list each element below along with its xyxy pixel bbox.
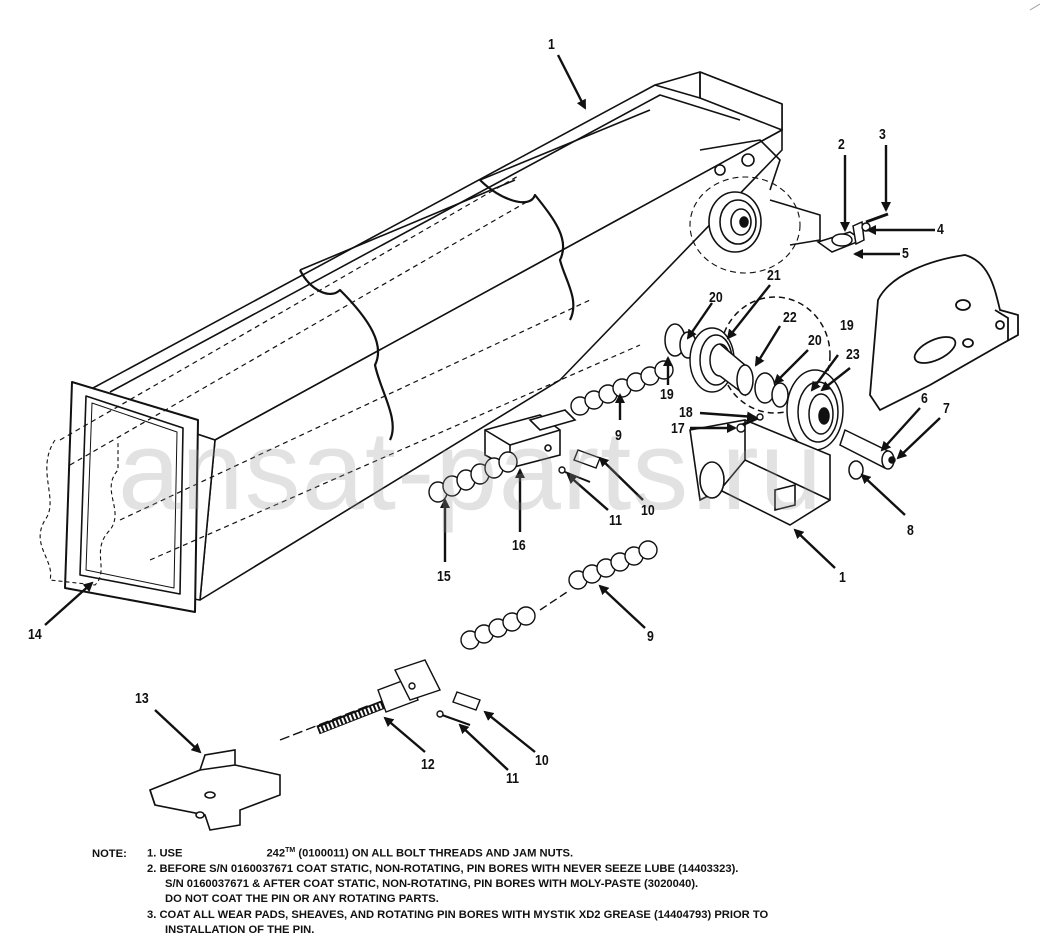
callout-10-pin-b: 10 [535,752,549,769]
watermark: ansat-parts.ru [118,408,823,533]
callout-18-bolt: 18 [679,404,693,421]
bracket [689,419,831,526]
pin-assembly [816,212,889,253]
callout-4-washer: 4 [937,221,944,238]
callout-11-cotter: 11 [609,512,623,529]
pin-upper [558,449,601,483]
note-2-cont-b: DO NOT COAT THE PIN OR ANY ROTATING PART… [165,893,439,906]
note-2-cont-a: S/N 0160037671 & AFTER COAT STATIC, NON-… [165,878,699,891]
callout-7-fitting: 7 [943,400,950,417]
callout-1-bracket: 1 [839,569,846,586]
callout-17-nut: 17 [671,420,685,437]
callout-19-washer-b: 19 [660,386,674,403]
side-plate [869,254,1019,412]
note-1: NOTE: 1. USE 242TM (0100011) ON ALL BOLT T… [92,843,768,862]
wear-pad [149,749,281,831]
callout-10-pin: 10 [641,502,655,519]
callout-9-chain-b: 9 [647,628,654,645]
chain-lower [460,540,658,650]
chain-lower-left [428,451,518,503]
corner-mark [1029,3,1041,11]
note-3: 3. COAT ALL WEAR PADS, SHEAVES, AND ROTA… [147,908,769,921]
callout-21-sheave: 21 [767,267,781,284]
note-1-suffix: (0100011) ON ALL BOLT THREADS AND JAM NU… [298,847,574,860]
boom-section [39,71,821,613]
callout-16-anchor: 16 [512,537,526,554]
sheave-pin [839,428,896,480]
callout-6-pin: 6 [921,390,928,407]
leader-lines [44,54,941,771]
callout-13-wear-pad: 13 [135,690,149,707]
callout-15-chain: 15 [437,568,451,585]
note-3-cont: INSTALLATION OF THE PIN. [165,923,315,936]
note-1-tm: TM [285,847,296,854]
callout-8-ring: 8 [907,522,914,539]
callout-2-pin: 2 [838,136,845,153]
callout-19-washer: 19 [840,317,854,334]
callout-5-plate: 5 [902,245,909,262]
callout-22-bushing: 22 [783,309,797,326]
note-label: NOTE: [92,847,127,860]
callout-11-cotter-b: 11 [506,770,520,787]
note-1-prefix: 1. USE [147,847,183,860]
threaded-rod [279,659,481,741]
note-1-trademark: 242 [266,847,286,860]
note-2: 2. BEFORE S/N 0160037671 COAT STATIC, NO… [147,862,739,875]
callout-20-ring-b: 20 [808,332,822,349]
chain-upper [570,360,674,416]
callout-9-chain: 9 [615,427,622,444]
callout-14-inner-boom: 14 [28,626,42,643]
notes-block: NOTE: 1. USE 242TM (0100011) ON ALL BOLT T… [92,843,768,938]
callout-23-sheave: 23 [846,346,860,363]
callout-3-bolt: 3 [879,126,886,143]
callout-1-boom: 1 [548,36,555,53]
callout-20-ring: 20 [709,289,723,306]
callout-12-rod: 12 [421,756,435,773]
